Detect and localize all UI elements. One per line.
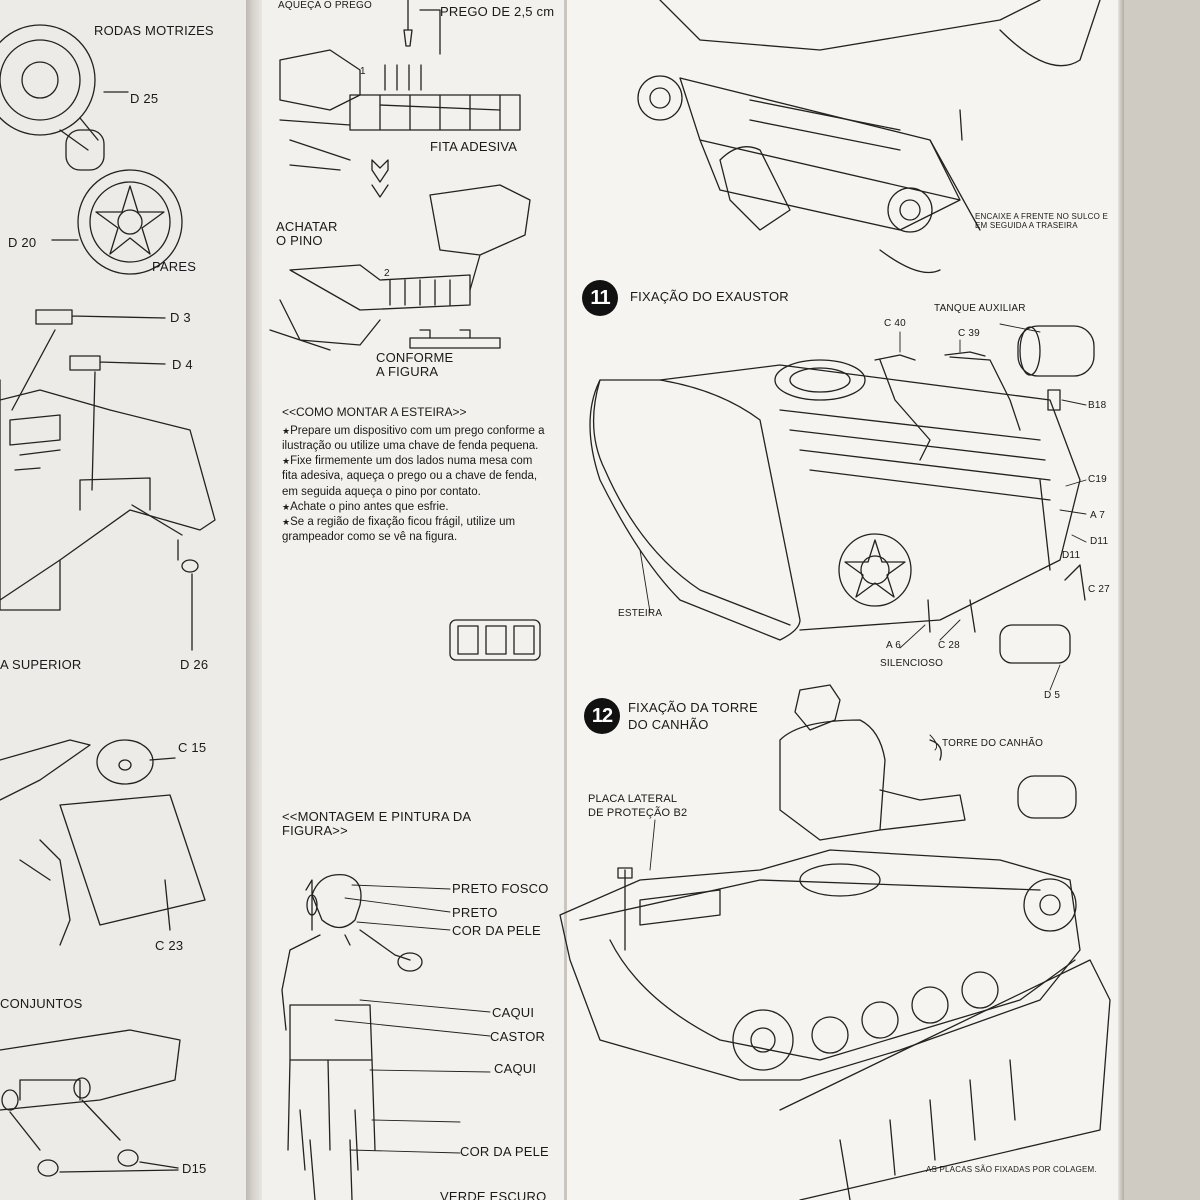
label-a7: A 7	[1090, 510, 1106, 521]
label-d25: D 25	[130, 91, 159, 106]
page-fold-shadow	[246, 0, 262, 1200]
label-a6: A 6	[886, 640, 902, 651]
note-encaixe: ENCAIXE A FRENTE NO SULCO E EM SEGUIDA A…	[975, 212, 1108, 231]
soldier-figure-drawing	[281, 874, 423, 1200]
label-conforme: CONFORME A FIGURA	[376, 350, 454, 380]
label-b18: B18	[1088, 400, 1107, 411]
label-pares: PARES	[152, 259, 197, 274]
label-d11: D11	[1062, 550, 1081, 561]
hull-in-hand-drawing	[637, 0, 1101, 274]
left-page	[0, 0, 246, 1200]
label-d11: D11	[1090, 536, 1109, 547]
next-page-edge	[1122, 0, 1200, 1200]
page-edge-shadow	[1118, 0, 1124, 1200]
step-11-badge: 11	[582, 280, 618, 316]
step-11-title: FIXAÇÃO DO EXAUSTOR	[630, 289, 789, 304]
step-12-badge: 12	[584, 698, 620, 734]
color-preto: PRETO	[452, 905, 498, 920]
label-achatar: ACHATAR O PINO	[276, 219, 338, 249]
sprocket-wheel-drawing	[0, 24, 183, 275]
instruction-bullet: Achate o pino antes que esfrie.	[282, 500, 547, 515]
label-esteira: ESTEIRA	[618, 608, 663, 619]
label-d20: D 20	[8, 235, 37, 250]
middle-page	[262, 0, 566, 1200]
label-d5: D 5	[1044, 690, 1061, 701]
hull-part-drawing	[0, 309, 216, 651]
figure-section-title: <<MONTAGEM E PINTURA DA FIGURA>>	[282, 809, 471, 839]
label-conjuntos: CONJUNTOS	[0, 996, 83, 1011]
color-castor: CASTOR	[490, 1029, 546, 1044]
label-d26: D 26	[180, 657, 209, 672]
step-leader-lines	[639, 323, 1087, 871]
color-verde-escuro: VERDE ESCURO	[440, 1189, 547, 1200]
color-cor-da-pele: COR DA PELE	[460, 1144, 549, 1159]
label-c39: C 39	[958, 328, 980, 339]
color-cor-da-pele: COR DA PELE	[452, 923, 541, 938]
track-pin-heating-drawing	[279, 0, 521, 198]
label-d4: D 4	[172, 357, 193, 372]
bottom-assembly-drawing	[0, 1029, 181, 1177]
label-c27: C 27	[1088, 584, 1110, 595]
label-placa-lateral: PLACA LATERAL DE PROTEÇÃO B2	[588, 793, 688, 820]
label-c40: C 40	[884, 318, 906, 329]
color-caqui: CAQUI	[492, 1005, 535, 1020]
label-torre-do-canhao: TORRE DO CANHÃO	[942, 738, 1044, 749]
exhaust-tank-drawing	[0, 739, 206, 946]
label-tanque-auxiliar: TANQUE AUXILIAR	[934, 303, 1026, 314]
figure-leader-lines	[334, 884, 491, 1154]
label-fita: FITA ADESIVA	[430, 139, 518, 154]
instruction-bullet: Fixe firmemente um dos lados numa mesa c…	[282, 454, 547, 500]
label-aqueca: AQUEÇA O PREGO	[278, 0, 372, 11]
instruction-bullet: Se a região de fixação ficou frágil, uti…	[282, 515, 547, 545]
instruction-bullet: Prepare um dispositivo com um prego conf…	[282, 424, 547, 454]
label-c28: C 28	[938, 640, 960, 651]
tank-turret-assembly-drawing	[559, 684, 1111, 1200]
label-step1: 1	[360, 66, 366, 77]
label-d15: D15	[182, 1161, 207, 1176]
label-rodas-motrizes: RODAS MOTRIZES	[94, 23, 214, 38]
tank-exhaust-assembly-drawing	[589, 325, 1095, 664]
label-superior: A SUPERIOR	[0, 657, 82, 672]
track-assembly-instructions: <<COMO MONTAR A ESTEIRA>> Prepare um dis…	[282, 405, 547, 545]
label-prego: PREGO DE 2,5 cm	[440, 4, 555, 19]
instructions-title: <<COMO MONTAR A ESTEIRA>>	[282, 405, 467, 419]
track-flatten-drawing	[269, 184, 531, 351]
label-c15: C 15	[178, 740, 207, 755]
track-link-icon	[449, 619, 541, 661]
color-preto-fosco: PRETO FOSCO	[452, 881, 549, 896]
page-divider	[564, 0, 567, 1200]
label-d3: D 3	[170, 310, 191, 325]
label-c19: C19	[1088, 474, 1107, 485]
note-placas-colagem: AS PLACAS SÃO FIXADAS POR COLAGEM.	[926, 1165, 1097, 1174]
color-caqui: CAQUI	[494, 1061, 537, 1076]
label-step2: 2	[384, 268, 390, 279]
step-12-title: FIXAÇÃO DA TORRE DO CANHÃO	[628, 700, 758, 732]
label-silencioso: SILENCIOSO	[880, 658, 944, 669]
label-c23: C 23	[155, 938, 184, 953]
